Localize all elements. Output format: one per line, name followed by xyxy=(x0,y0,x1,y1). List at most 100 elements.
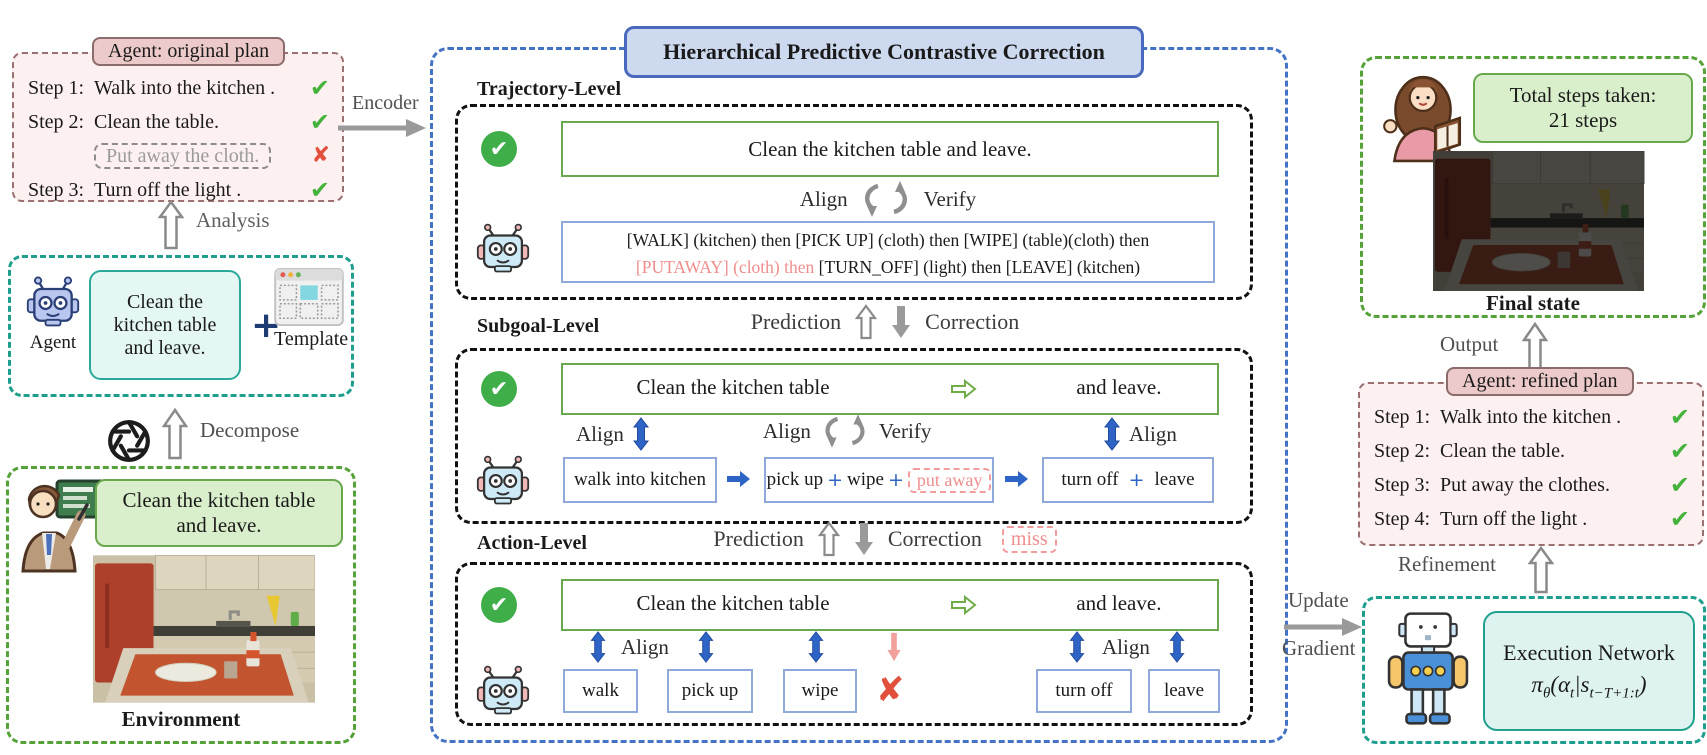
subgoal-align-left: Align xyxy=(576,417,650,451)
check-glyph: ✔ xyxy=(489,136,509,162)
formula-range: t−T+1:t xyxy=(1589,685,1639,702)
template-icon xyxy=(274,268,344,326)
refined-plan-box: Agent: refined plan Step 1: Walk into th… xyxy=(1358,367,1704,546)
reader-woman-icon xyxy=(1383,75,1462,163)
step-text: Walk into the kitchen . xyxy=(94,76,276,99)
step-text: Turn off the light . xyxy=(1440,507,1588,530)
trajectory-heading: Trajectory-Level xyxy=(477,78,621,100)
execution-formula: πθ(αt|st−T+1:t) xyxy=(1531,672,1646,703)
check-glyph: ✔ xyxy=(489,376,509,402)
cross-icon: ✘ xyxy=(311,143,330,168)
teacher-icon xyxy=(21,479,107,573)
align-label: Align xyxy=(1102,635,1150,659)
plan-step: Step 3: Turn off the light . ✔ xyxy=(14,173,342,207)
verify-label: Verify xyxy=(878,418,932,443)
plan-step: Step 1: Walk into the kitchen . ✔ xyxy=(1360,400,1702,434)
action-target-box: Clean the kitchen table and leave. xyxy=(561,579,1219,631)
token-putaway-ghost: [PUTAWAY] (cloth) then xyxy=(635,257,815,277)
step-text: Walk into the kitchen . xyxy=(1440,405,1622,428)
subgoal-heading: Subgoal-Level xyxy=(477,315,600,337)
refined-plan-header: Agent: refined plan xyxy=(1446,367,1634,396)
encoder-label: Encoder xyxy=(352,92,419,114)
subgoal-word: pick up xyxy=(766,469,824,490)
action-target-left: Clean the kitchen table xyxy=(636,591,830,615)
formula-t: t xyxy=(1570,685,1575,702)
formula-open: (α xyxy=(1550,671,1571,697)
decompose-label: Decompose xyxy=(200,418,300,442)
trajectory-box: ✔ Clean the kitchen table and leave. Ali… xyxy=(455,104,1253,300)
subgoal-word: turn off xyxy=(1061,469,1119,490)
environment-task-box: Clean the kitchen table and leave. xyxy=(95,479,343,547)
step-text: Turn off the light . xyxy=(94,178,242,201)
check-icon: ✔ xyxy=(1669,471,1690,499)
subgoal-target-right: and leave. xyxy=(1076,375,1162,399)
check-icon: ✔ xyxy=(309,108,330,136)
execution-robot-icon xyxy=(1387,612,1469,725)
total-steps-line2: 21 steps xyxy=(1548,108,1618,132)
pink-down-arrow xyxy=(887,632,901,662)
correction-label: Correction xyxy=(887,526,982,551)
check-icon: ✔ xyxy=(1669,403,1690,431)
subgoal-target-left: Clean the kitchen table xyxy=(636,375,830,399)
blue-right-arrow xyxy=(727,471,750,487)
step-label: Step 4: xyxy=(1374,507,1431,530)
formula-close: ) xyxy=(1638,671,1647,697)
step-label: Step 3: xyxy=(1374,473,1431,496)
action-box: ✔ Clean the kitchen table and leave. Ali… xyxy=(455,562,1253,726)
action-word-box: walk xyxy=(563,669,638,713)
final-state-caption: Final state xyxy=(1486,291,1580,315)
agent-figure: Agent xyxy=(25,276,81,354)
prediction-correction-row: Prediction Correction xyxy=(558,303,1212,341)
prediction-up-arrow xyxy=(817,521,840,557)
encoder-arrow xyxy=(338,119,426,137)
check-icon: ✔ xyxy=(1669,505,1690,533)
prediction-label: Prediction xyxy=(750,309,842,334)
check-circle-icon: ✔ xyxy=(481,371,517,407)
blue-double-arrow xyxy=(590,631,606,663)
execution-box: Execution Network πθ(αt|st−T+1:t) xyxy=(1362,596,1706,744)
blue-double-arrow xyxy=(698,631,714,663)
subgoal-word: leave xyxy=(1154,469,1195,490)
align-label: Align xyxy=(799,186,848,211)
step-label: Step 3: xyxy=(28,178,85,201)
trajectory-token-box: [WALK] (kitchen) then [PICK UP] (cloth) … xyxy=(561,221,1215,283)
final-state-photo xyxy=(1433,151,1645,291)
action-heading: Action-Level xyxy=(477,532,587,554)
check-circle-icon: ✔ xyxy=(481,131,517,167)
refinement-label: Refinement xyxy=(1398,552,1496,576)
decompose-up-arrow xyxy=(162,408,188,460)
check-icon: ✔ xyxy=(309,74,330,102)
plus-icon: + xyxy=(1128,469,1145,491)
execution-title: Execution Network xyxy=(1503,639,1675,665)
formula-pi: π xyxy=(1531,671,1543,697)
prediction-label: Prediction xyxy=(713,526,804,551)
check-icon: ✔ xyxy=(1669,437,1690,465)
blue-double-arrow xyxy=(1069,631,1085,663)
subgoal-box-1: walk into kitchen xyxy=(563,457,717,503)
step-text: Put away the clothes. xyxy=(1440,473,1610,496)
check-glyph: ✔ xyxy=(489,592,509,618)
token-line-2: [PUTAWAY] (cloth) then [TURN_OFF] (light… xyxy=(563,254,1213,281)
plus-icon: + xyxy=(887,469,904,491)
step-label: Step 1: xyxy=(28,76,85,99)
token-line-2-rest: [TURN_OFF] (light) then [LEAVE] (kitchen… xyxy=(814,257,1141,277)
correction-down-arrow xyxy=(854,523,873,555)
agent-label: Agent xyxy=(29,332,77,353)
update-gradient-arrow xyxy=(1284,618,1362,636)
analysis-label: Analysis xyxy=(196,208,270,232)
blue-double-arrow xyxy=(1169,631,1185,663)
correction-down-arrow xyxy=(892,306,911,338)
subgoal-align-verify: Align Verify xyxy=(763,413,931,449)
subgoal-target-box: Clean the kitchen table and leave. xyxy=(561,363,1219,415)
environment-box: Clean the kitchen table and leave. Envir… xyxy=(6,466,356,744)
agent-task-box: Clean the kitchen table and leave. xyxy=(89,270,241,380)
prediction-correction-row: Prediction Correction miss xyxy=(558,520,1212,558)
original-plan-box: Agent: original plan Step 1: Walk into t… xyxy=(12,37,344,202)
formula-theta: θ xyxy=(1542,685,1551,702)
agent-template-box: Agent Clean the kitchen table and leave.… xyxy=(8,255,354,397)
plan-step-rejected: Put away the cloth. ✘ xyxy=(14,139,342,173)
robot-head-icon xyxy=(476,665,530,715)
subgoal-box-2: pick up+wipe+put away xyxy=(764,457,994,503)
action-word-box: leave xyxy=(1148,669,1220,713)
